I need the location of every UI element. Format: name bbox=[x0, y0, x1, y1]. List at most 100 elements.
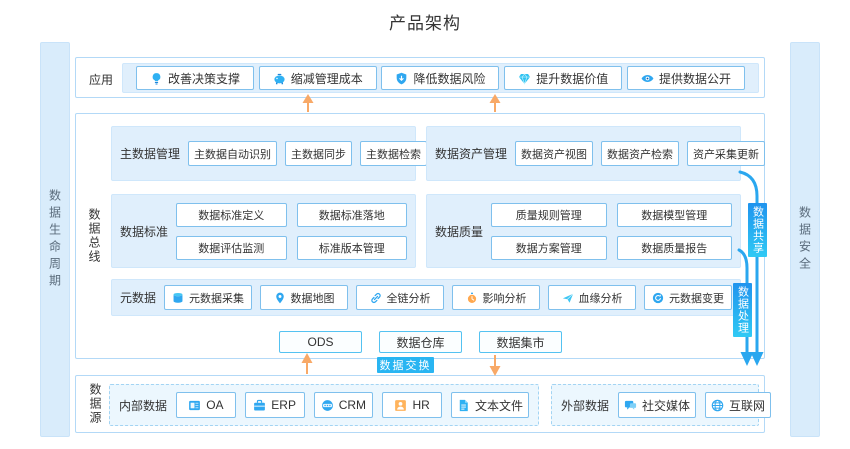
data-map-button[interactable]: 数据地图 bbox=[260, 285, 349, 310]
external-data-label: 外部数据 bbox=[561, 398, 610, 413]
button-label: 质量规则管理 bbox=[515, 209, 582, 222]
internal-data-label: 内部数据 bbox=[119, 398, 168, 413]
text-file-icon bbox=[457, 399, 470, 412]
lightbulb-icon bbox=[150, 72, 163, 85]
bus-row-3: 元数据 元数据采集 数据地图 全链分析 影响分析 bbox=[111, 279, 741, 316]
button-label: 文本文件 bbox=[475, 398, 524, 413]
button-label: 数据地图 bbox=[290, 292, 335, 305]
data-mart-button[interactable]: 数据集市 bbox=[479, 331, 562, 353]
metadata-collect-button[interactable]: 元数据采集 bbox=[164, 285, 253, 310]
shield-icon bbox=[395, 72, 408, 85]
master-data-panel: 主数据管理 主数据自动识别 主数据同步 主数据检索 bbox=[111, 126, 428, 181]
standard-version-button[interactable]: 标准版本管理 bbox=[296, 235, 407, 260]
hr-icon bbox=[394, 399, 407, 412]
application-box: 应用 改善决策支撑 缩减管理成本 降低数据风险 提升数据价值 提供数据公开 bbox=[75, 57, 765, 98]
text-file-button[interactable]: 文本文件 bbox=[451, 392, 530, 418]
impact-analysis-button[interactable]: 影响分析 bbox=[452, 285, 541, 310]
quality-rule-button[interactable]: 质量规则管理 bbox=[491, 202, 607, 227]
button-label: 社交媒体 bbox=[642, 398, 691, 413]
master-auto-identify-button[interactable]: 主数据自动识别 bbox=[188, 141, 278, 166]
data-bus-label: 数据总线 bbox=[87, 208, 101, 264]
data-source-label-wrap: 数据源 bbox=[87, 376, 104, 432]
button-label: OA bbox=[206, 398, 224, 412]
button-label: 数据质量报告 bbox=[641, 242, 708, 255]
data-lifecycle-bar: 数据生命周期 bbox=[40, 42, 70, 437]
metadata-label: 元数据 bbox=[120, 291, 157, 305]
data-warehouse-button[interactable]: 数据仓库 bbox=[379, 331, 462, 353]
lineage-icon bbox=[562, 292, 574, 304]
lineage-analysis-button[interactable]: 血缘分析 bbox=[548, 285, 637, 310]
external-data-panel: 外部数据 社交媒体 互联网 bbox=[551, 384, 772, 426]
data-standard-panel: 数据标准 数据标准定义 数据标准落地 数据评估监测 标准版本管理 bbox=[111, 194, 416, 268]
button-label: 数据资产检索 bbox=[607, 148, 674, 161]
reduce-cost-button[interactable]: 缩减管理成本 bbox=[258, 66, 377, 90]
data-asset-panel: 数据资产管理 数据资产视图 数据资产检索 资产采集更新 bbox=[426, 126, 766, 181]
improve-decision-button[interactable]: 改善决策支撑 bbox=[136, 66, 255, 90]
data-asset-label: 数据资产管理 bbox=[435, 147, 508, 161]
button-label: CRM bbox=[338, 398, 367, 412]
button-label: 数据标准定义 bbox=[198, 209, 265, 222]
data-exchange-badge: 数据交换 bbox=[377, 357, 434, 373]
social-media-icon bbox=[624, 399, 637, 412]
open-data-button[interactable]: 提供数据公开 bbox=[626, 66, 745, 90]
quality-report-button[interactable]: 数据质量报告 bbox=[616, 235, 732, 260]
button-label: 主数据同步 bbox=[291, 148, 347, 161]
button-label: 资产采集更新 bbox=[693, 148, 760, 161]
button-label: 影响分析 bbox=[482, 292, 527, 305]
oa-icon bbox=[188, 399, 201, 412]
crm-icon bbox=[321, 399, 334, 412]
full-link-analysis-button[interactable]: 全链分析 bbox=[356, 285, 445, 310]
erp-icon bbox=[253, 399, 266, 412]
erp-button[interactable]: ERP bbox=[244, 392, 305, 418]
standard-landing-button[interactable]: 数据标准落地 bbox=[296, 202, 407, 227]
master-search-button[interactable]: 主数据检索 bbox=[360, 141, 428, 166]
standard-evaluate-button[interactable]: 数据评估监测 bbox=[176, 235, 287, 260]
hr-button[interactable]: HR bbox=[382, 392, 443, 418]
button-label: 改善决策支撑 bbox=[168, 71, 241, 86]
link-icon bbox=[370, 292, 382, 304]
button-label: ERP bbox=[271, 398, 296, 412]
page-title: 产品架构 bbox=[389, 14, 461, 33]
raise-value-button[interactable]: 提升数据价值 bbox=[504, 66, 623, 90]
button-label: 数据资产视图 bbox=[521, 148, 588, 161]
data-plan-button[interactable]: 数据方案管理 bbox=[491, 235, 607, 260]
button-label: HR bbox=[412, 398, 430, 412]
database-icon bbox=[172, 292, 184, 304]
oa-button[interactable]: OA bbox=[176, 392, 236, 418]
standard-define-button[interactable]: 数据标准定义 bbox=[176, 202, 287, 227]
reduce-risk-button[interactable]: 降低数据风险 bbox=[381, 66, 500, 90]
asset-search-button[interactable]: 数据资产检索 bbox=[601, 141, 680, 166]
button-label: 血缘分析 bbox=[578, 292, 623, 305]
metadata-change-button[interactable]: 元数据变更 bbox=[644, 285, 733, 310]
piggy-bank-icon bbox=[273, 72, 286, 85]
social-media-button[interactable]: 社交媒体 bbox=[618, 392, 697, 418]
button-label: 降低数据风险 bbox=[413, 71, 486, 86]
button-label: 主数据检索 bbox=[366, 148, 422, 161]
refresh-icon bbox=[652, 292, 664, 304]
data-process-badge: 数据处理 bbox=[733, 283, 752, 337]
button-label: 互联网 bbox=[729, 398, 766, 413]
stopwatch-icon bbox=[466, 292, 478, 304]
data-lifecycle-label: 数据生命周期 bbox=[47, 188, 62, 291]
master-data-label: 主数据管理 bbox=[120, 147, 181, 161]
button-label: 数据仓库 bbox=[396, 335, 445, 350]
data-quality-panel: 数据质量 质量规则管理 数据模型管理 数据方案管理 数据质量报告 bbox=[426, 194, 741, 268]
data-bus-label-wrap: 数据总线 bbox=[86, 114, 103, 358]
data-model-button[interactable]: 数据模型管理 bbox=[616, 202, 732, 227]
master-sync-button[interactable]: 主数据同步 bbox=[285, 141, 353, 166]
data-process-label: 数据处理 bbox=[736, 286, 749, 334]
internet-button[interactable]: 互联网 bbox=[705, 392, 772, 418]
data-source-label: 数据源 bbox=[88, 383, 102, 425]
asset-view-button[interactable]: 数据资产视图 bbox=[515, 141, 594, 166]
application-panel: 改善决策支撑 缩减管理成本 降低数据风险 提升数据价值 提供数据公开 bbox=[122, 63, 759, 93]
ods-button[interactable]: ODS bbox=[279, 331, 362, 353]
data-share-label: 数据共享 bbox=[751, 206, 764, 254]
application-label: 应用 bbox=[89, 73, 114, 87]
data-bus-box: 数据总线 主数据管理 主数据自动识别 主数据同步 主数据检索 数据资产管理 数据… bbox=[75, 113, 766, 359]
gem-icon bbox=[518, 72, 531, 85]
storage-row: ODS 数据仓库 数据集市 bbox=[279, 331, 562, 353]
bus-row-2: 数据标准 数据标准定义 数据标准落地 数据评估监测 标准版本管理 数据质量 质量… bbox=[111, 194, 741, 268]
button-label: 数据标准落地 bbox=[318, 209, 385, 222]
crm-button[interactable]: CRM bbox=[313, 392, 374, 418]
asset-collect-update-button[interactable]: 资产采集更新 bbox=[687, 141, 766, 166]
